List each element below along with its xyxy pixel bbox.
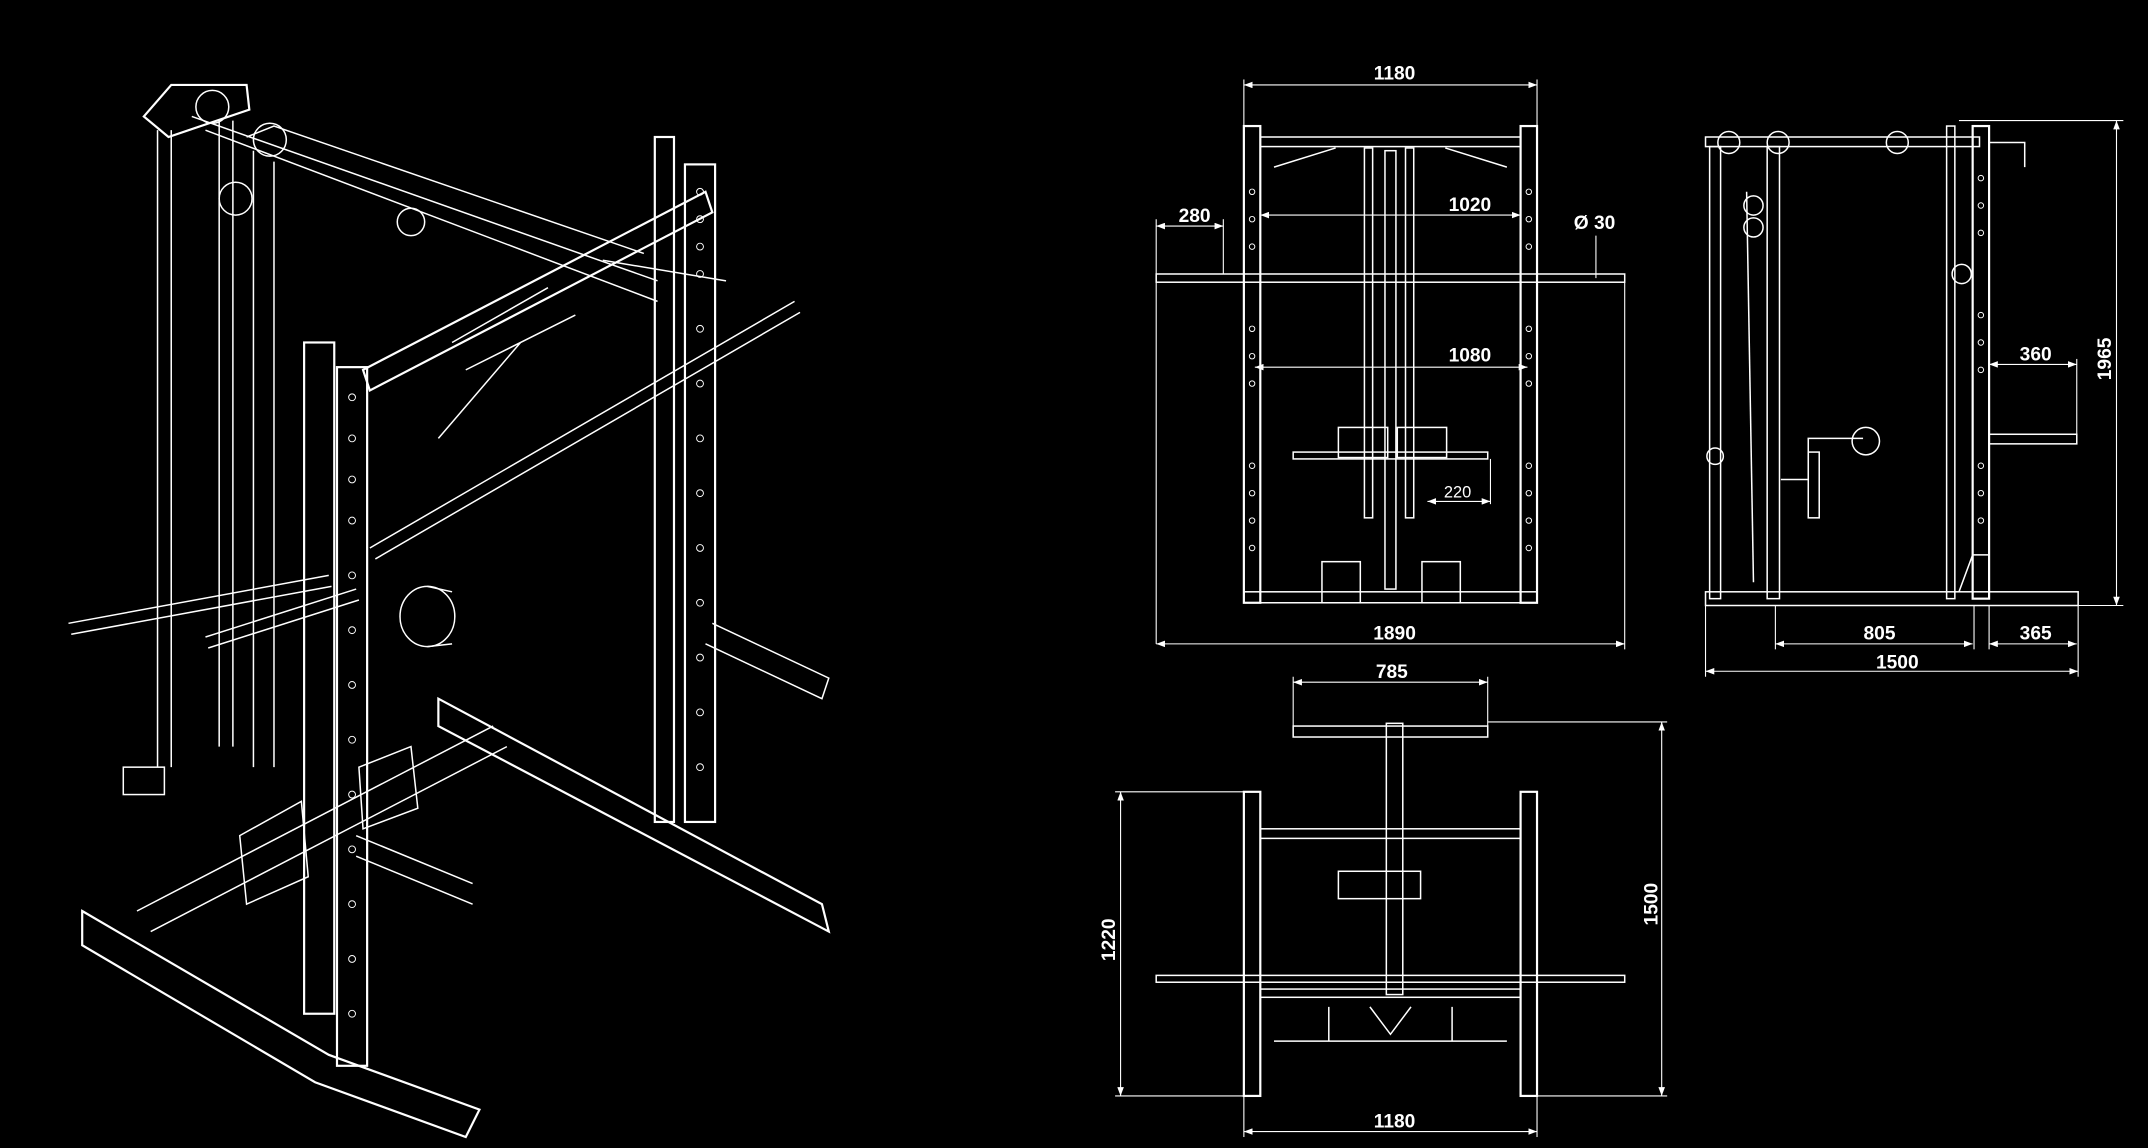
dim-base-front: 365: [2020, 624, 2052, 645]
front-view-dimensions: 1180 280 1020 Ø 30 1080 220 1890: [1155, 63, 1626, 650]
dim-pad-offset: 220: [1444, 483, 1471, 501]
dim-width: 1180: [1374, 1111, 1416, 1132]
dim-height: 1965: [2095, 337, 2116, 380]
isometric-view: [68, 83, 831, 1139]
side-view: [1704, 124, 2079, 607]
dim-inner-width: 1080: [1449, 346, 1492, 367]
dim-bar-length: 1890: [1373, 624, 1416, 645]
top-view: [1155, 722, 1626, 1098]
dim-safety-arm: 360: [2020, 344, 2052, 365]
side-view-dimensions: 1965 360 805 365 1500: [1704, 120, 2124, 677]
dim-overall-depth: 1500: [1642, 883, 1663, 926]
front-view: [1155, 124, 1626, 604]
dim-bar-diameter: Ø 30: [1574, 213, 1616, 234]
dim-top-bar: 785: [1376, 662, 1408, 683]
dim-overall-width: 1180: [1374, 63, 1416, 84]
dim-inner-width-top: 1020: [1449, 195, 1492, 216]
front-view-holes: [1248, 188, 1533, 552]
top-view-dimensions: 785 1500 1220 1180: [1099, 662, 1668, 1138]
dim-bar-overhang: 280: [1179, 206, 1211, 227]
front-upright-holes: [348, 393, 356, 1018]
dim-depth: 1500: [1876, 653, 1919, 674]
dim-frame-depth: 1220: [1099, 918, 1120, 961]
dim-base-rear: 805: [1864, 624, 1896, 645]
side-view-holes: [1977, 174, 1985, 524]
